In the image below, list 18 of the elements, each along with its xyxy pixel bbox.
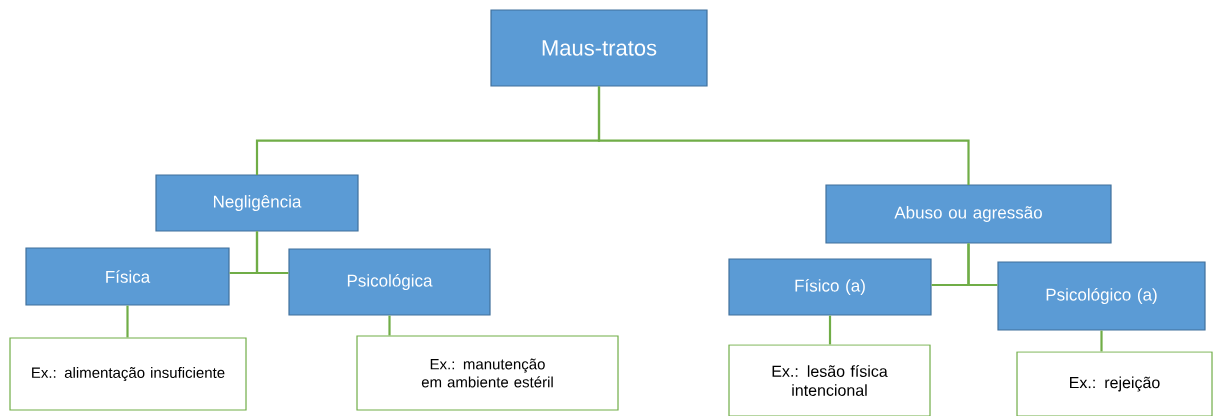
category-box: Psicológica: [288, 248, 491, 316]
category-box: Maus-tratos: [490, 9, 708, 87]
connector-line: [597, 86, 970, 185]
connector-line: [1100, 330, 1103, 352]
category-box: Negligência: [155, 174, 359, 232]
category-box: Físico (a): [728, 258, 932, 316]
connector-line: [255, 231, 289, 275]
example-box: Ex.: lesão física intencional: [728, 344, 931, 416]
example-box: Ex.: manutenção em ambiente estéril: [356, 335, 619, 411]
example-box: Ex.: alimentação insuficiente: [9, 337, 247, 411]
connector-line: [388, 315, 391, 336]
connector-line: [828, 315, 832, 345]
category-box: Abuso ou agressão: [825, 184, 1112, 244]
connector-line: [967, 243, 998, 287]
category-box: Psicológico (a): [997, 261, 1206, 331]
connector-line: [126, 305, 129, 338]
category-box: Física: [25, 247, 230, 306]
example-box: Ex.: rejeição: [1016, 351, 1213, 416]
